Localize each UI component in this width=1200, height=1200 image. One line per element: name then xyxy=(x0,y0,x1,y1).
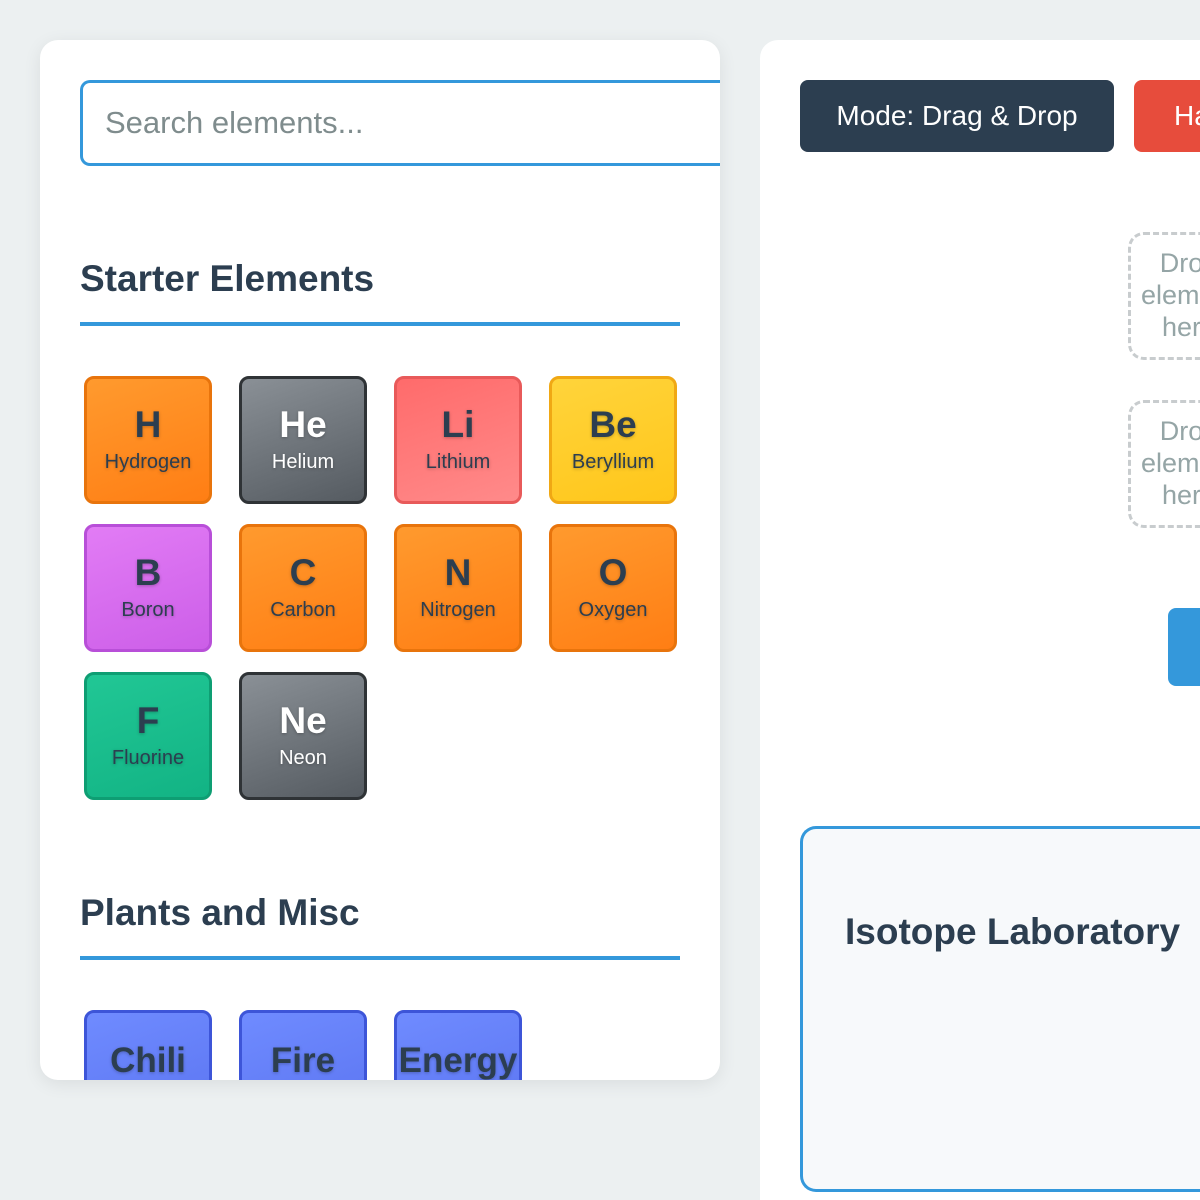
element-symbol: Energy xyxy=(398,1041,518,1080)
element-tile-beryllium[interactable]: Be Beryllium xyxy=(549,376,677,504)
element-tile-helium[interactable]: He Helium xyxy=(239,376,367,504)
element-tile-energy[interactable]: Energy xyxy=(394,1010,522,1080)
element-tile-hydrogen[interactable]: H Hydrogen xyxy=(84,376,212,504)
element-name: Helium xyxy=(271,450,335,473)
search-input[interactable] xyxy=(80,80,720,166)
element-tile-lithium[interactable]: Li Lithium xyxy=(394,376,522,504)
element-symbol: B xyxy=(134,552,162,594)
element-symbol: H xyxy=(134,404,162,446)
element-tile-fluorine[interactable]: F Fluorine xyxy=(84,672,212,800)
element-symbol: Chili xyxy=(110,1041,186,1080)
element-name: Fluorine xyxy=(111,746,185,769)
plants-misc-grid: Chili Fire Energy xyxy=(84,1010,684,1080)
section-title-starter: Starter Elements xyxy=(80,258,680,326)
element-name: Lithium xyxy=(425,450,491,473)
element-name: Hydrogen xyxy=(104,450,192,473)
element-symbol: N xyxy=(444,552,472,594)
combine-button[interactable] xyxy=(1168,608,1200,686)
element-tile-chili[interactable]: Chili xyxy=(84,1010,212,1080)
element-symbol: Be xyxy=(589,404,637,446)
element-palette-panel: Starter Elements H Hydrogen He Helium Li… xyxy=(40,40,720,1080)
red-action-button[interactable]: Ha xyxy=(1134,80,1200,152)
isotope-laboratory-panel: Isotope Laboratory xyxy=(800,826,1200,1192)
element-tile-nitrogen[interactable]: N Nitrogen xyxy=(394,524,522,652)
workspace-panel: Mode: Drag & Drop Ha Drop element here D… xyxy=(760,40,1200,1200)
drop-zone-2[interactable]: Drop element here xyxy=(1128,400,1200,528)
element-name: Oxygen xyxy=(578,598,648,621)
element-tile-boron[interactable]: B Boron xyxy=(84,524,212,652)
element-tile-neon[interactable]: Ne Neon xyxy=(239,672,367,800)
element-symbol: C xyxy=(289,552,317,594)
starter-elements-grid: H Hydrogen He Helium Li Lithium Be Beryl… xyxy=(84,376,684,800)
section-title-plants-misc: Plants and Misc xyxy=(80,892,680,960)
element-tile-carbon[interactable]: C Carbon xyxy=(239,524,367,652)
laboratory-title: Isotope Laboratory xyxy=(845,911,1181,952)
element-symbol: Ne xyxy=(279,700,327,742)
element-tile-oxygen[interactable]: O Oxygen xyxy=(549,524,677,652)
element-name: Carbon xyxy=(270,598,336,621)
element-name: Nitrogen xyxy=(420,598,496,621)
element-tile-fire[interactable]: Fire xyxy=(239,1010,367,1080)
element-symbol: Fire xyxy=(270,1041,336,1080)
element-symbol: F xyxy=(136,700,160,742)
drop-zone-1[interactable]: Drop element here xyxy=(1128,232,1200,360)
element-symbol: O xyxy=(598,552,628,594)
element-name: Neon xyxy=(279,746,327,769)
element-symbol: He xyxy=(279,404,327,446)
element-name: Boron xyxy=(121,598,175,621)
mode-toggle-button[interactable]: Mode: Drag & Drop xyxy=(800,80,1114,152)
element-name: Beryllium xyxy=(571,450,655,473)
element-symbol: Li xyxy=(441,404,475,446)
